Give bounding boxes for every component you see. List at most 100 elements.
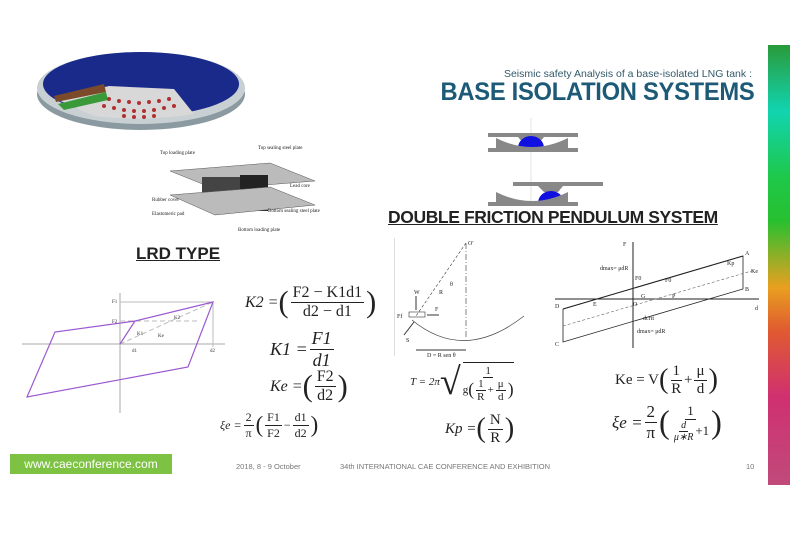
label-f-axis: F: [623, 242, 627, 248]
dfps-hysteresis-graph: F A B C D E O G P d dmax= μdR dmax= μdR …: [555, 242, 759, 348]
lrd-hysteresis-graph: F1 F2 d1 d2 K1 K2 Ke: [22, 293, 225, 413]
label-elastomeric-pad: Elastomeric pad: [152, 212, 185, 217]
denominator: d: [696, 381, 705, 397]
label-dmax-bottom: dmax= μdR: [637, 329, 665, 335]
label-dcrit: dcrit: [643, 316, 654, 322]
friction-pendulum-bearing-diagram: [488, 118, 603, 206]
label-top-sealing-plate: Top sealing steel plate: [258, 146, 303, 151]
formula-lhs: Kp =: [445, 421, 477, 437]
denominator: d: [498, 390, 504, 403]
footer-date: 2018, 8 - 9 October: [236, 462, 301, 471]
label-theta: θ: [450, 282, 453, 288]
denominator: μ∗R: [673, 431, 694, 443]
label-rubber-cover: Rubber cover: [152, 198, 179, 203]
formula-lhs: Ke =: [270, 377, 303, 395]
label-p: P: [672, 294, 676, 300]
label-k1: K1: [137, 332, 144, 337]
numerator: N: [487, 412, 503, 430]
label-d2: d2: [210, 349, 216, 354]
dfps-heading: DOUBLE FRICTION PENDULUM SYSTEM: [388, 207, 718, 227]
numerator: 1: [685, 402, 696, 420]
numerator: F1: [265, 410, 282, 426]
label-f: F: [435, 307, 439, 313]
label-b: B: [745, 287, 749, 293]
label-d-formula: D = R sen θ: [427, 353, 456, 359]
plus-one: +1: [695, 423, 710, 438]
decorative-strip: [768, 45, 790, 485]
page-number: 10: [746, 462, 755, 471]
denominator: π: [245, 426, 252, 440]
numerator: μ: [694, 363, 707, 381]
label-f0-b: F0: [665, 278, 671, 284]
denominator: d2: [317, 387, 334, 404]
label-dmax-top: dmax= μdR: [600, 266, 628, 272]
plus-sign: +: [487, 384, 494, 396]
label-f1: F1: [112, 300, 118, 305]
label-a: A: [745, 251, 750, 257]
denominator: R: [671, 381, 682, 397]
numerator: 2: [644, 402, 658, 423]
denominator: d2 − d1: [302, 303, 352, 320]
label-bottom-sealing-plate: Bottom sealing steel plate: [268, 209, 321, 214]
label-o: O: [633, 302, 638, 308]
slide-title: BASE ISOLATION SYSTEMS: [440, 78, 754, 106]
plus-sign: +: [684, 372, 693, 388]
label-ke: Ke: [158, 334, 165, 339]
denominator: F2: [267, 426, 280, 440]
label-f0: F0: [635, 276, 641, 282]
pendulum-mechanics-diagram: O' θ R W F Ff S D = R sen θ: [394, 238, 525, 359]
denominator: d2: [294, 426, 307, 440]
label-d: D: [555, 304, 560, 310]
formula-lhs: ξe =: [220, 418, 242, 432]
gravity: g: [462, 384, 469, 396]
numerator: d: [679, 419, 689, 432]
numerator: F1: [309, 328, 334, 350]
label-kp: Kp: [727, 261, 734, 267]
numerator: F2 − K1d1: [290, 284, 365, 303]
numerator: 2: [243, 410, 254, 426]
label-d1: d1: [132, 349, 138, 354]
formula-lhs: K1 =: [270, 339, 308, 359]
numerator: F2: [314, 368, 336, 387]
label-o-prime: O': [468, 241, 473, 247]
formula-lhs: Ke = V: [615, 372, 660, 388]
conference-website-link[interactable]: www.caeconference.com: [10, 454, 172, 474]
label-top-loading-plate: Top loading plate: [160, 151, 196, 156]
lead-rubber-bearing-diagram: Top loading plate Top sealing steel plat…: [152, 146, 321, 233]
label-g: G: [641, 294, 646, 300]
numerator: 1: [483, 364, 493, 378]
minus-sign: −: [283, 418, 291, 432]
label-ke: Ke: [751, 269, 758, 275]
label-e: E: [593, 302, 597, 308]
lng-tank-model-image: [37, 52, 245, 130]
label-d-axis: d: [755, 306, 758, 312]
numerator: 1: [476, 377, 486, 391]
sqrt-icon: √: [439, 361, 461, 403]
label-c: C: [555, 342, 559, 348]
numerator: μ: [495, 377, 506, 391]
formula-lhs: ξe =: [612, 412, 643, 432]
numerator: d1: [292, 410, 309, 426]
label-ff: Ff: [397, 313, 402, 320]
numerator: 1: [670, 363, 683, 381]
lrd-type-heading: LRD TYPE: [136, 244, 221, 263]
footer-conference-name: 34th INTERNATIONAL CAE CONFERENCE AND EX…: [340, 462, 551, 471]
denominator: π: [646, 423, 656, 442]
label-k2: K2: [174, 316, 181, 321]
denominator: d1: [312, 350, 331, 370]
denominator: R: [477, 390, 485, 403]
formula-lhs: K2 =: [245, 293, 279, 311]
formula-lhs: T = 2π: [410, 376, 440, 388]
label-lead-core: Lead core: [290, 184, 311, 189]
label-r: R: [439, 290, 443, 296]
label-bottom-loading-plate: Bottom loading plate: [238, 228, 281, 233]
